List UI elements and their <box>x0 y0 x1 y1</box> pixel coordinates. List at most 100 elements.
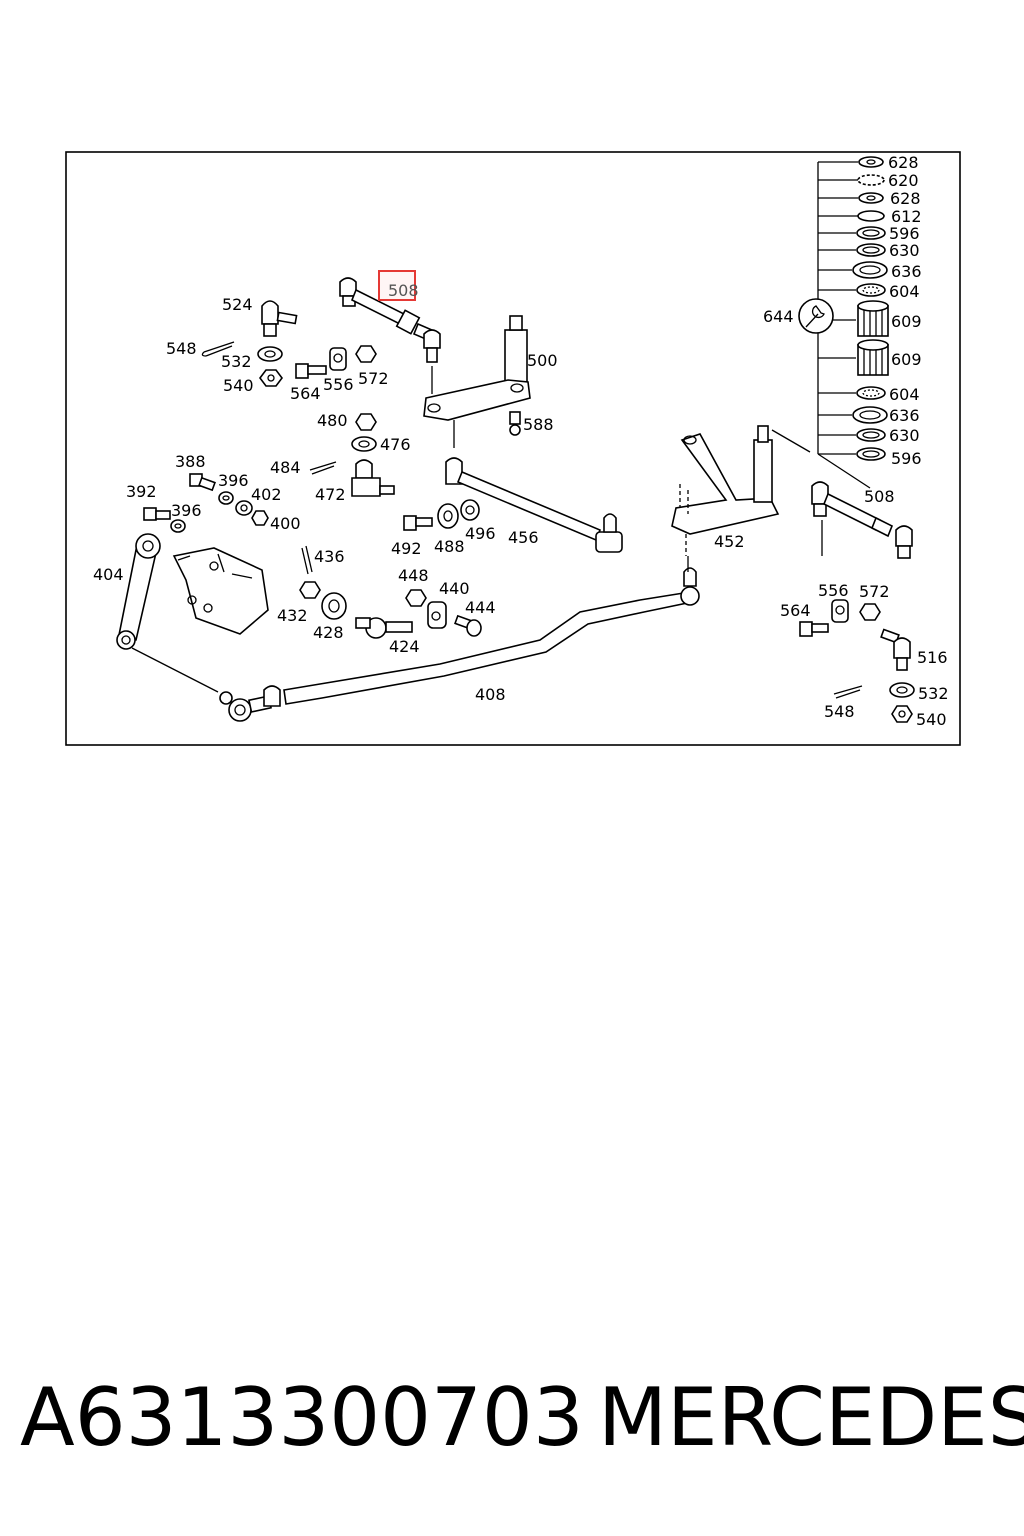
bearing-604-lower <box>856 386 886 400</box>
part-label: 588 <box>523 415 554 434</box>
part-label: 388 <box>175 452 206 471</box>
nut-540-right <box>891 705 913 723</box>
seal-636-lower <box>852 406 888 424</box>
nut-400 <box>251 510 269 526</box>
part-label: 548 <box>166 339 197 358</box>
part-label: 456 <box>508 528 539 547</box>
bolt-564-right <box>799 621 829 637</box>
seal-636 <box>852 261 888 279</box>
highlight-box <box>378 270 416 301</box>
ring-630 <box>856 243 886 257</box>
part-label: 508 <box>864 487 895 506</box>
part-label: 630 <box>889 426 920 445</box>
part-label: 612 <box>891 207 922 226</box>
washer-532 <box>257 346 283 362</box>
ball-joint-516 <box>880 628 911 671</box>
part-label: 630 <box>889 241 920 260</box>
part-label: 540 <box>223 376 254 395</box>
part-label: 620 <box>888 171 919 190</box>
part-label: 402 <box>251 485 282 504</box>
washer-628-top <box>858 156 884 168</box>
needle-bearing-609-lower <box>857 339 889 376</box>
part-label: 609 <box>891 350 922 369</box>
part-label: 496 <box>465 524 496 543</box>
washer-612 <box>857 210 885 222</box>
part-label: 408 <box>475 685 506 704</box>
steering-gear-box <box>172 547 269 635</box>
center-link-456 <box>445 457 623 553</box>
part-label: 644 <box>763 307 794 326</box>
lock-washer-620 <box>857 174 885 186</box>
part-label: 444 <box>465 598 496 617</box>
part-label: 440 <box>439 579 470 598</box>
ball-joint-524 <box>261 300 298 337</box>
bolt-564 <box>295 363 327 379</box>
part-label: 428 <box>313 623 344 642</box>
footer: A6313300703 MERCEDES <box>0 1370 1024 1470</box>
label-508-highlighted: 508 <box>388 281 419 300</box>
part-label: 516 <box>917 648 948 667</box>
part-label: 604 <box>889 282 920 301</box>
part-label: 392 <box>126 482 157 501</box>
cotter-pin-548-right <box>833 685 863 699</box>
track-rod-408 <box>219 567 700 722</box>
bush-428 <box>321 592 347 620</box>
washer-396-lower <box>170 519 186 533</box>
ball-joint-424 <box>355 617 413 639</box>
part-label: 556 <box>323 375 354 394</box>
part-number: A6313300703 <box>20 1371 584 1464</box>
ring-596 <box>856 226 886 240</box>
part-labels: 628 620 628 612 596 630 636 604 644 609 … <box>93 153 949 729</box>
needle-bearing-609-upper <box>857 300 889 337</box>
part-label: 452 <box>714 532 745 551</box>
leader-452-dashed <box>679 429 811 556</box>
part-label: 424 <box>389 637 420 656</box>
part-label: 396 <box>171 501 202 520</box>
bolt-388 <box>189 473 216 492</box>
nut-480 <box>355 413 377 431</box>
ball-joint-472 <box>351 459 395 497</box>
part-label: 564 <box>290 384 321 403</box>
tie-rod-508-right <box>811 481 913 559</box>
diagram-frame <box>65 151 961 746</box>
bolt-492 <box>403 515 433 531</box>
part-label: 492 <box>391 539 422 558</box>
part-label: 448 <box>398 566 429 585</box>
steering-linkage-diagram: 508 <box>65 151 961 746</box>
clamp-440 <box>427 601 447 629</box>
part-label: 548 <box>824 702 855 721</box>
part-label: 484 <box>270 458 301 477</box>
part-label: 488 <box>434 537 465 556</box>
part-label: 636 <box>889 406 920 425</box>
cotter-pin-484 <box>309 461 337 475</box>
grease-nipple-588 <box>509 411 521 436</box>
part-label: 596 <box>891 449 922 468</box>
part-label: 436 <box>314 547 345 566</box>
nut-448 <box>405 589 427 607</box>
nut-540 <box>259 369 283 387</box>
part-label: 628 <box>888 153 919 172</box>
cotter-pin-436 <box>301 545 313 575</box>
part-label: 564 <box>780 601 811 620</box>
part-label: 572 <box>358 369 389 388</box>
part-label: 604 <box>889 385 920 404</box>
part-label: 532 <box>221 352 252 371</box>
part-label: 596 <box>889 224 920 243</box>
idler-arm-500 <box>423 315 531 421</box>
part-label: 532 <box>918 684 949 703</box>
part-label: 540 <box>916 710 947 729</box>
part-label: 396 <box>218 471 249 490</box>
clamp-556 <box>329 347 347 371</box>
part-label: 524 <box>222 295 253 314</box>
part-label: 480 <box>317 411 348 430</box>
idler-arm-452 <box>671 425 780 535</box>
nut-432 <box>299 581 321 599</box>
part-label: 400 <box>270 514 301 533</box>
part-label: 432 <box>277 606 308 625</box>
bush-488 <box>437 503 459 529</box>
part-label: 500 <box>527 351 558 370</box>
bolt-444 <box>454 614 482 637</box>
drop-arm-404 <box>116 533 161 650</box>
part-label: 636 <box>891 262 922 281</box>
washer-402 <box>235 500 253 516</box>
